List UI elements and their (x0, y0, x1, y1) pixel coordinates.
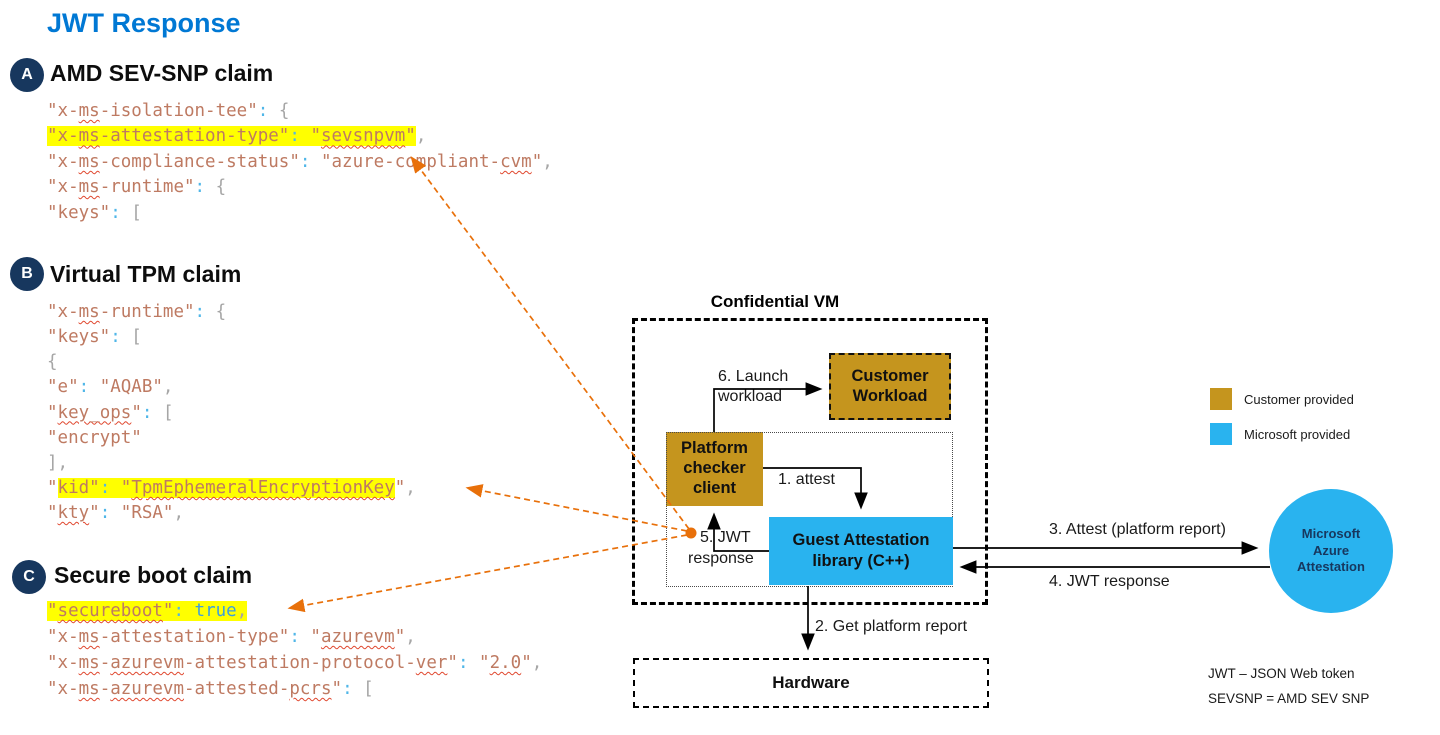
code-line: "x-ms-isolation-tee": { (47, 101, 290, 121)
microsoft-azure-attestation-circle: Microsoft Azure Attestation (1269, 489, 1393, 613)
code-block-b: "x-ms-runtime": { "keys": [ { "e": "AQAB", "… (47, 300, 416, 526)
legend-swatch-customer (1210, 388, 1232, 410)
label-step3-attest-platform-report: 3. Attest (platform report) (1049, 521, 1226, 538)
code-line: "x-ms-compliance-status": "azure-complia… (47, 151, 553, 172)
label-step5-response: response (688, 550, 754, 567)
code-line: "x-ms-attestation-type": "azurevm", (47, 627, 416, 647)
code-line: "keys": [ (47, 202, 142, 223)
label-step1-attest: 1. attest (778, 471, 835, 488)
code-line: "e": "AQAB", (47, 377, 174, 398)
code-block-c: "secureboot": true, "x-ms-attestation-typ… (47, 598, 542, 702)
code-line: "x-ms-attestation-type": "sevsnpvm", (47, 126, 427, 147)
confidential-vm-label: Confidential VM (710, 292, 840, 311)
badge-b: B (10, 257, 44, 291)
badge-a: A (10, 58, 44, 92)
customer-workload-box: Customer Workload (829, 353, 951, 420)
code-line: "key_ops": [ (47, 402, 174, 423)
section-heading-virtual-tpm: Virtual TPM claim (50, 261, 242, 287)
badge-c: C (12, 560, 46, 594)
label-step2-get-platform-report: 2. Get platform report (815, 618, 968, 635)
page-title: JWT Response (47, 8, 241, 38)
legend-swatch-microsoft (1210, 423, 1232, 445)
code-line: "secureboot": true, (47, 601, 248, 621)
legend-label-customer: Customer provided (1244, 391, 1354, 407)
legend-label-microsoft: Microsoft provided (1244, 426, 1351, 442)
code-line: "x-ms-runtime": { (47, 177, 227, 198)
code-line: { (47, 352, 58, 373)
code-line: "keys": [ (47, 327, 142, 348)
footnote-sevsnp: SEVSNP = AMD SEV SNP (1208, 691, 1370, 706)
label-step6-launch-workload: 6. Launch workload (718, 368, 789, 405)
footnote-jwt: JWT – JSON Web token (1208, 666, 1355, 681)
hardware-box: Hardware (633, 658, 989, 708)
section-heading-secure-boot: Secure boot claim (54, 562, 253, 588)
code-line: "x-ms-runtime": { (47, 302, 227, 322)
code-line: "x-ms-azurevm-attestation-protocol-ver":… (47, 653, 543, 673)
guest-attestation-library-box: Guest Attestation library (C++) (769, 517, 953, 585)
code-line: ], (47, 452, 69, 473)
code-block-a: "x-ms-isolation-tee": { "x-ms-attestation… (47, 99, 553, 226)
section-heading-amd-sev-snp: AMD SEV-SNP claim (50, 60, 274, 86)
legend-item-customer: Customer provided (1210, 388, 1354, 410)
label-step4-jwt-response: 4. JWT response (1049, 573, 1170, 590)
legend-item-microsoft: Microsoft provided (1210, 423, 1350, 445)
code-line: "kty": "RSA", (47, 503, 185, 524)
code-line: "x-ms-azurevm-attested-pcrs": [ (47, 679, 374, 699)
code-line: "kid": "TpmEphemeralEncryptionKey", (47, 477, 416, 498)
label-step5-jwt: 5. JWT (700, 529, 751, 546)
code-line: "encrypt" (47, 427, 142, 448)
